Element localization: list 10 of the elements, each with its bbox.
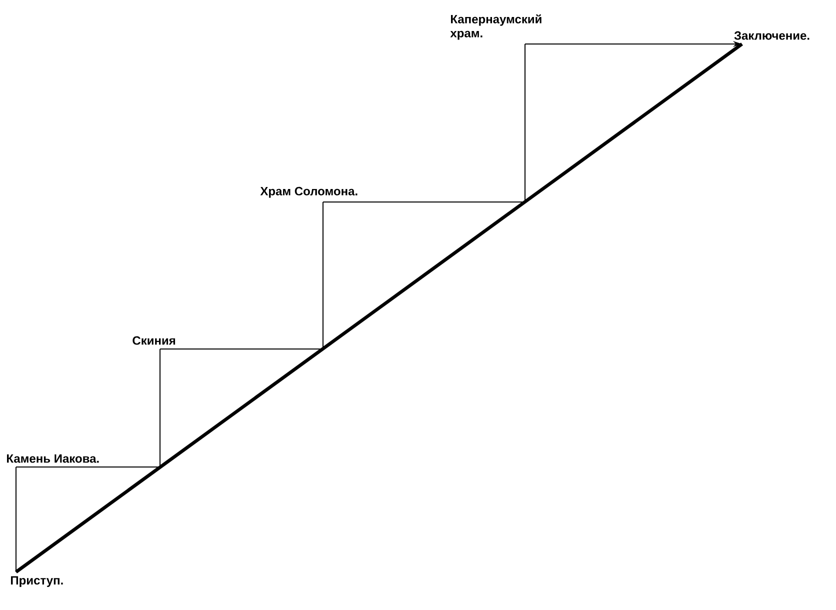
step-label: Храм Соломона. xyxy=(260,186,358,198)
diagonal-line xyxy=(15,42,743,574)
step-label: Приступ. xyxy=(11,576,63,587)
step-label: Капернаумский храм. xyxy=(450,14,542,40)
step-label: Скиния xyxy=(132,336,176,345)
step-line xyxy=(322,44,526,202)
step-label: Заключение. xyxy=(734,31,810,40)
step-line xyxy=(16,348,160,468)
step-label: Камень Иакова. xyxy=(7,454,99,463)
step-line xyxy=(160,202,324,350)
